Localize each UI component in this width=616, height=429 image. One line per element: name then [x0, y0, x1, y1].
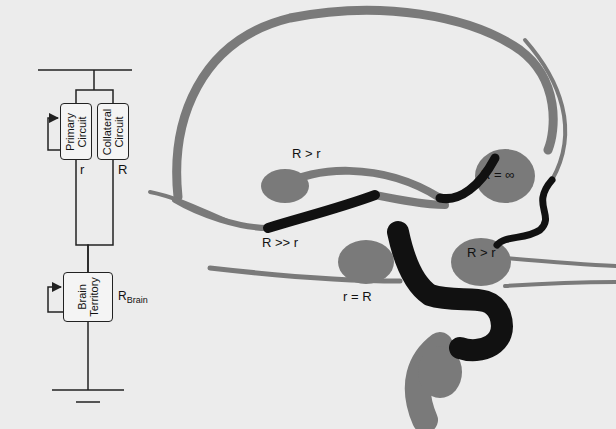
posterior-artery: [505, 282, 616, 286]
junction-artery: [375, 195, 445, 205]
occluded-segments: [268, 158, 552, 350]
ground-symbol: [52, 389, 124, 391]
resistance-relation: R >> r: [262, 236, 298, 250]
vessel-tree: [150, 10, 616, 420]
circuit-wire: [88, 160, 113, 272]
vessel-blob: [261, 169, 309, 203]
ground-symbol: [76, 401, 100, 403]
dark-segment: [497, 180, 552, 245]
dark-segment: [268, 195, 375, 228]
feedback-loop: [48, 287, 63, 312]
resistance-relation: R > r: [467, 246, 496, 260]
vessel-blobs: [261, 149, 535, 398]
supply-line: [38, 69, 132, 71]
vessel-blob: [338, 240, 394, 284]
resistance-label: RBrain: [118, 289, 148, 305]
schematic-wires: [38, 70, 132, 402]
resistance-relation: r = R: [343, 290, 372, 304]
vessel-blob: [475, 149, 535, 203]
outer-artery: [177, 10, 553, 197]
posterior-branch: [525, 40, 565, 180]
box-label: Primary Circuit: [64, 113, 88, 151]
resistance-relation: R > r: [292, 147, 321, 161]
feedback-loop: [48, 118, 60, 150]
vessel-blob: [451, 238, 511, 286]
circuit-wire: [76, 90, 113, 103]
box-label: Collateral Circuit: [101, 108, 125, 154]
resistance-label: R: [118, 163, 127, 177]
circuit-wire: [76, 160, 88, 272]
supply-stub: [93, 70, 95, 90]
circuit-box: Brain TerritoryRBrain: [63, 272, 113, 322]
anterior-artery: [175, 200, 268, 228]
circuit-box: Collateral Circuit: [97, 103, 129, 160]
circuit-box: Primary Circuit: [60, 103, 92, 160]
resistance-label: r: [80, 163, 84, 177]
box-label: Brain Territory: [76, 277, 100, 317]
dark-carotid: [398, 232, 502, 350]
resistance-relation: R = ∞: [481, 168, 514, 182]
posterior-artery: [505, 258, 616, 266]
